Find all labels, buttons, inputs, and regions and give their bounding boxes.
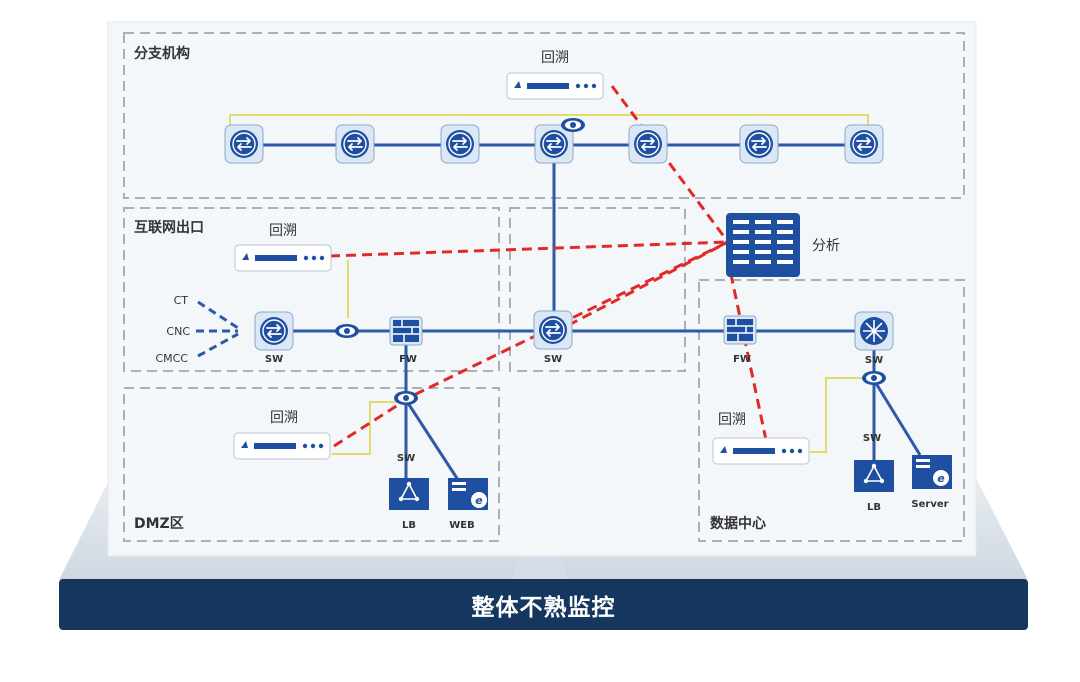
dmz-web-server-icon: e (448, 478, 488, 510)
pedestal-neck (512, 556, 568, 580)
probe-datacenter (712, 437, 810, 465)
zone-branch (123, 32, 965, 199)
zone-label-branch: 分支机构 (134, 45, 190, 62)
mirror-link-datacenter (810, 377, 874, 453)
device-label-web-dmz: WEB (449, 520, 474, 531)
caption-bar: 整体不熟监控 (59, 579, 1028, 630)
zone-internet-exit (123, 207, 500, 372)
device-label-lb-dc: LB (867, 502, 881, 513)
isp-link-cmcc (197, 332, 239, 358)
branch-switch (844, 124, 884, 164)
zone-label-internet-exit: 互联网出口 (134, 219, 204, 236)
mirror-link-dmz (332, 401, 404, 455)
datacenter-core-switch (854, 311, 894, 351)
trace-branch (610, 85, 730, 243)
zone-datacenter (698, 279, 965, 542)
device-label-sw-internet: SW (265, 354, 283, 365)
branch-switch (739, 124, 779, 164)
device-label-sw-dc-access: SW (863, 433, 881, 444)
probe-internet (234, 244, 332, 272)
device-label-sw-dmz: SW (397, 453, 415, 464)
device-label-fw-datacenter: FW (733, 354, 751, 365)
probe-label-dmz: 回溯 (270, 410, 298, 426)
device-label-sw-datacenter: SW (865, 355, 883, 366)
branch-tap-eye-icon (561, 118, 585, 132)
datacenter-load-balancer-icon (854, 460, 894, 492)
zone-label-datacenter: 数据中心 (710, 515, 766, 532)
probe-dmz (233, 432, 331, 460)
probe-label-branch: 回溯 (541, 50, 569, 66)
device-label-server-dc: Server (911, 499, 948, 510)
core-switch (533, 310, 573, 350)
datacenter-tap-eye-icon (862, 371, 886, 385)
datacenter-server-icon: e (912, 455, 952, 489)
dmz-tap-eye-icon (394, 391, 418, 405)
diagram-panel (107, 21, 977, 557)
zone-label-dmz: DMZ区 (134, 516, 184, 532)
datacenter-firewall-icon (723, 315, 757, 345)
trace-internet (329, 240, 729, 258)
trace-datacenter (728, 269, 768, 441)
svg-text:e: e (937, 472, 945, 485)
device-label-fw-internet: FW (399, 354, 417, 365)
branch-switch (335, 124, 375, 164)
trace-dmz (333, 240, 729, 448)
device-label-lb-dmz: LB (402, 520, 416, 531)
analysis-server-icon (726, 213, 800, 277)
isp-label-cmcc: CMCC (155, 352, 188, 365)
internet-tap-eye-icon (335, 324, 359, 338)
internet-firewall-icon (389, 316, 423, 346)
analysis-label: 分析 (812, 238, 840, 254)
dmz-load-balancer-icon (389, 478, 429, 510)
zone-core (509, 207, 686, 372)
isp-link-ct (197, 300, 239, 330)
device-label-sw-core: SW (544, 354, 562, 365)
isp-label-cnc: CNC (166, 325, 190, 338)
branch-switch (628, 124, 668, 164)
probe-label-datacenter: 回溯 (718, 412, 746, 428)
zone-dmz (123, 387, 500, 542)
svg-text:e: e (475, 494, 483, 507)
internet-switch (254, 311, 294, 351)
probe-label-internet: 回溯 (269, 223, 297, 239)
caption-text: 整体不熟监控 (471, 594, 616, 621)
branch-switch (224, 124, 264, 164)
link-dc-server (872, 379, 922, 456)
link-dmz-web (404, 399, 464, 487)
isp-label-ct: CT (174, 294, 189, 307)
branch-switch (440, 124, 480, 164)
probe-branch (506, 72, 604, 100)
